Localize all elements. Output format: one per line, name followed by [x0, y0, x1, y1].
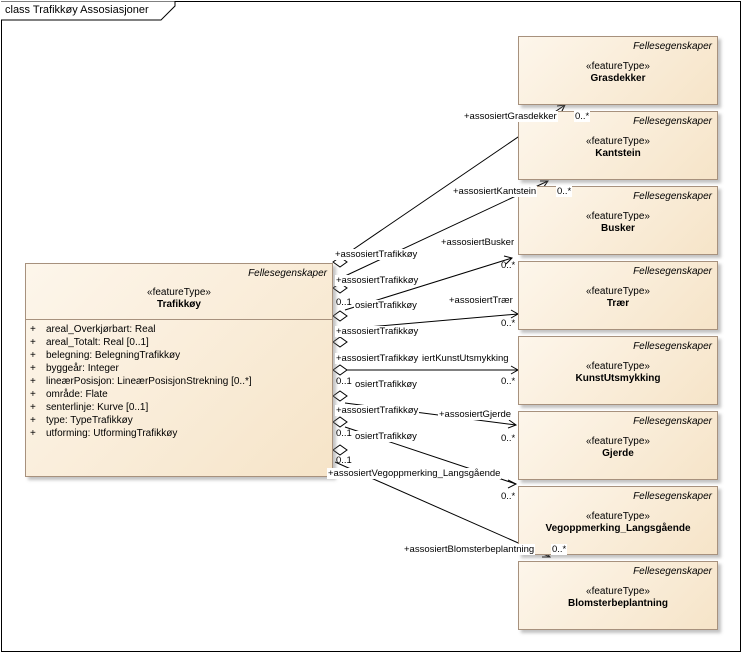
source-role-label: osiertTrafikkøy: [354, 379, 418, 390]
aggregation-diamond-4: [332, 336, 348, 348]
target-role-label: +assosiertGjerde: [438, 409, 513, 420]
aggregation-diamond-5: [332, 364, 348, 376]
aggregation-diamond-6: [332, 390, 348, 402]
class-kantstein[interactable]: Fellesegenskaper «featureType» Kantstein: [518, 111, 718, 180]
source-multiplicity-label: 0..1: [336, 455, 352, 466]
class-package: Fellesegenskaper: [633, 416, 712, 427]
target-multiplicity-label: 0..*: [574, 111, 591, 122]
source-multiplicity-label: 0..1: [336, 428, 352, 439]
class-traer[interactable]: Fellesegenskaper «featureType» Trær: [518, 261, 718, 330]
source-role-label: osiertTrafikkøy: [354, 300, 418, 311]
target-role-label: +assosiertTrær: [448, 295, 514, 306]
source-role-label: +assosiertTrafikkøy: [334, 249, 419, 260]
target-role-label: +assosiertGrasdekker: [463, 111, 558, 122]
source-role-label: +assosiertTrafikkøy: [335, 275, 420, 286]
class-package: Fellesegenskaper: [633, 491, 712, 502]
class-name: Kantstein: [595, 148, 641, 159]
class-trafikkoy[interactable]: Fellesegenskaper «featureType» Trafikkøy…: [25, 263, 333, 477]
arrowhead-gjerde: [507, 419, 518, 429]
arrowhead-busker: [503, 255, 513, 265]
class-kunstutsmykking[interactable]: Fellesegenskaper «featureType» KunstUtsm…: [518, 336, 718, 405]
arrowhead-kantstein: [540, 180, 549, 189]
class-package: Fellesegenskaper: [248, 268, 327, 279]
class-stereotype: «featureType»: [586, 211, 650, 222]
target-multiplicity-label: 0..*: [501, 376, 516, 387]
target-role-label: +assosiertBlomsterbeplantning: [403, 544, 536, 555]
frame-title-tab: [1, 1, 176, 21]
source-multiplicity-label: 0..1: [336, 297, 352, 308]
class-name: Gjerde: [602, 448, 634, 459]
target-multiplicity-label: 0..*: [501, 491, 516, 502]
class-stereotype: «featureType»: [586, 436, 650, 447]
target-multiplicity-label: 0..*: [551, 544, 568, 555]
class-package: Fellesegenskaper: [633, 341, 712, 352]
class-grasdekker[interactable]: Fellesegenskaper «featureType» Grasdekke…: [518, 36, 718, 105]
class-package: Fellesegenskaper: [633, 266, 712, 277]
diagram-title: class Trafikkøy Assosiasjoner: [5, 4, 149, 16]
target-multiplicity-label: 0..*: [556, 186, 573, 197]
class-package: Fellesegenskaper: [633, 191, 712, 202]
source-role-label: +assosiertTrafikkøy: [335, 405, 420, 416]
arrowhead-grasdekker: [556, 104, 566, 114]
source-role-label: +assosiertTrafikkøy: [335, 353, 420, 364]
class-package: Fellesegenskaper: [633, 566, 712, 577]
class-name: Blomsterbeplantning: [567, 598, 668, 609]
attribute-compartment: +areal_Overkjørbart: Real +areal_Totalt:…: [26, 319, 332, 439]
class-stereotype: «featureType»: [586, 361, 650, 372]
source-multiplicity-label: 0..1: [336, 376, 352, 387]
class-name: Trafikkøy: [157, 299, 201, 310]
class-busker[interactable]: Fellesegenskaper «featureType» Busker: [518, 186, 718, 255]
aggregation-diamond-8: [332, 444, 348, 456]
source-role-label: osiertTrafikkøy: [354, 431, 418, 442]
target-multiplicity-label: 0..*: [501, 433, 516, 444]
class-stereotype: «featureType»: [586, 136, 650, 147]
class-stereotype: «featureType»: [147, 287, 211, 298]
aggregation-diamond-3: [332, 310, 348, 322]
target-role-label: +assosiertKantstein: [452, 186, 538, 197]
class-name: Vegoppmerking_Langsgående: [545, 523, 691, 534]
target-role-label: +assosiertBusker: [440, 237, 516, 248]
class-stereotype: «featureType»: [586, 511, 650, 522]
class-name: Busker: [601, 223, 635, 234]
aggregation-diamond-7: [332, 416, 348, 428]
class-name: Grasdekker: [590, 73, 646, 84]
target-multiplicity-label: 0..*: [501, 318, 516, 329]
class-name: Trær: [606, 298, 630, 309]
class-package: Fellesegenskaper: [633, 116, 712, 127]
class-package: Fellesegenskaper: [633, 41, 712, 52]
class-blomsterbeplantning[interactable]: Fellesegenskaper «featureType» Blomsterb…: [518, 561, 718, 630]
target-multiplicity-label: 0..*: [501, 260, 516, 271]
class-name: KunstUtsmykking: [575, 373, 661, 384]
class-gjerde[interactable]: Fellesegenskaper «featureType» Gjerde: [518, 411, 718, 480]
target-role-label: iertKunstUtsmykking: [421, 353, 510, 364]
class-stereotype: «featureType»: [586, 61, 650, 72]
class-stereotype: «featureType»: [586, 586, 650, 597]
target-role-label: +assosiertVegoppmerking_Langsgående: [327, 468, 502, 479]
arrowhead-vegoppmerking: [507, 479, 518, 489]
class-vegoppmerking-langsgaende[interactable]: Fellesegenskaper «featureType» Vegoppmer…: [518, 486, 718, 555]
source-role-label: +assosiertTrafikkøy: [335, 326, 420, 337]
class-stereotype: «featureType»: [586, 286, 650, 297]
